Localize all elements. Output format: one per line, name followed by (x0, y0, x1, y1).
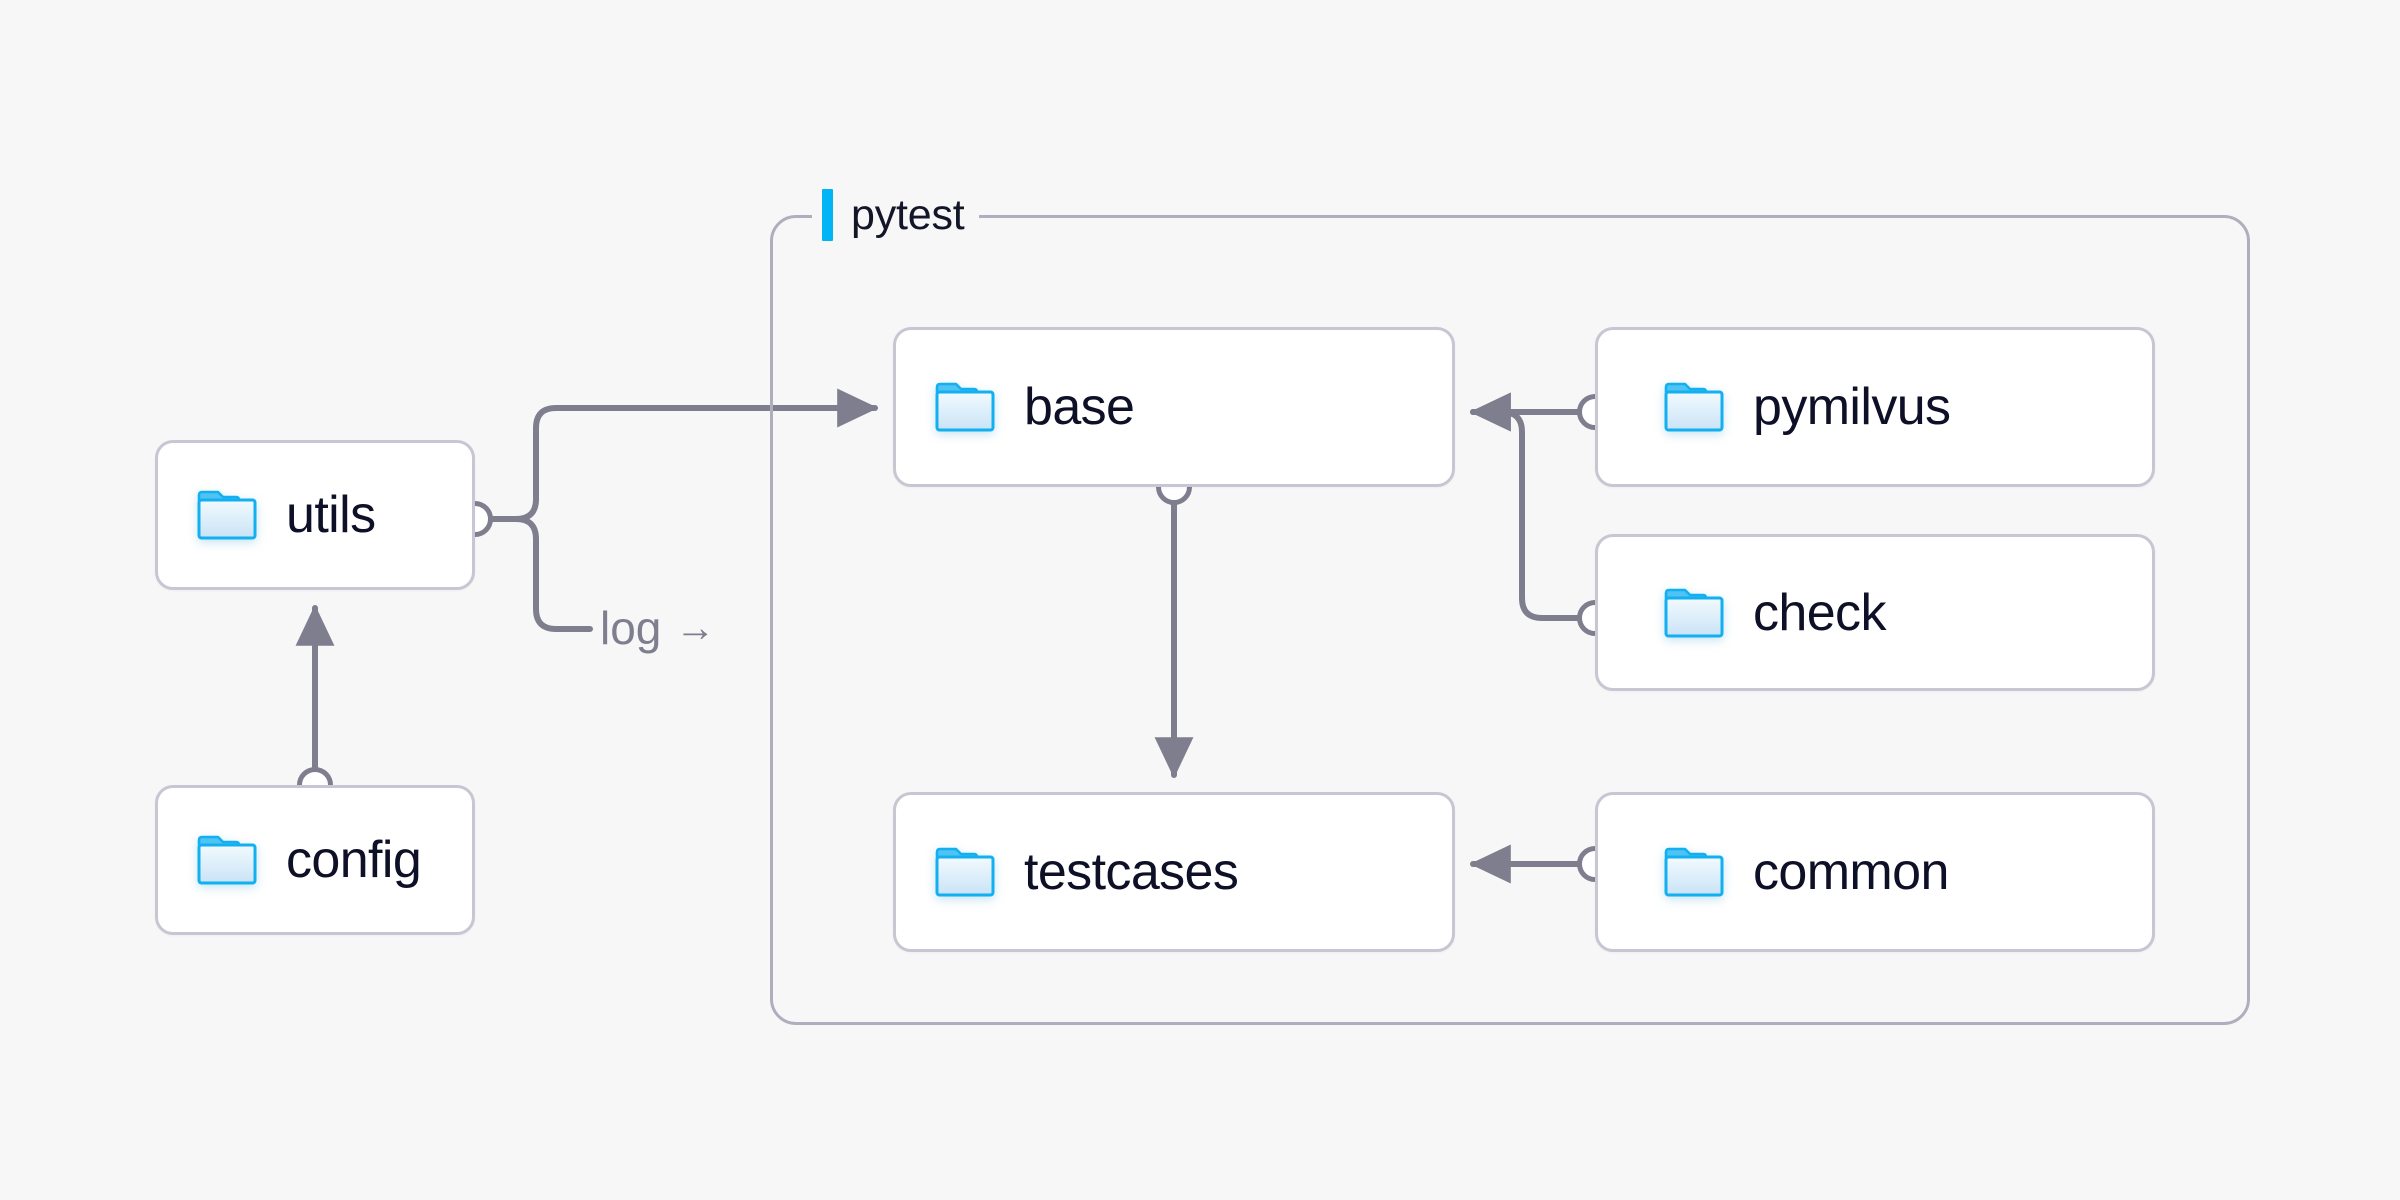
edge-label-log[interactable]: log → (600, 605, 715, 651)
node-base[interactable]: base (893, 327, 1455, 487)
node-label: check (1753, 583, 1886, 642)
accent-bar-icon (822, 189, 833, 241)
node-label: common (1753, 843, 1949, 901)
edge-label-log-text: log (600, 602, 662, 654)
node-label: pymilvus (1753, 378, 1951, 436)
node-label: testcases (1024, 843, 1239, 901)
edge-utils-to-log (472, 516, 593, 632)
folder-icon (196, 489, 258, 541)
node-testcases[interactable]: testcases (893, 792, 1455, 952)
folder-icon (1663, 587, 1725, 639)
node-common[interactable]: common (1595, 792, 2155, 952)
node-check[interactable]: check (1595, 534, 2155, 691)
pytest-group-container[interactable] (770, 215, 2250, 1025)
folder-icon (934, 846, 996, 898)
folder-icon (196, 834, 258, 886)
node-pymilvus[interactable]: pymilvus (1595, 327, 2155, 487)
node-label: config (286, 831, 422, 889)
node-label: utils (286, 486, 376, 544)
node-label: base (1024, 378, 1135, 436)
folder-icon (1663, 846, 1725, 898)
node-config[interactable]: config (155, 785, 475, 935)
pytest-group-label: pytest (812, 187, 979, 243)
folder-icon (934, 381, 996, 433)
group-title: pytest (851, 190, 965, 239)
folder-icon (1663, 381, 1725, 433)
node-utils[interactable]: utils (155, 440, 475, 590)
arrow-right-icon: → (675, 606, 716, 650)
